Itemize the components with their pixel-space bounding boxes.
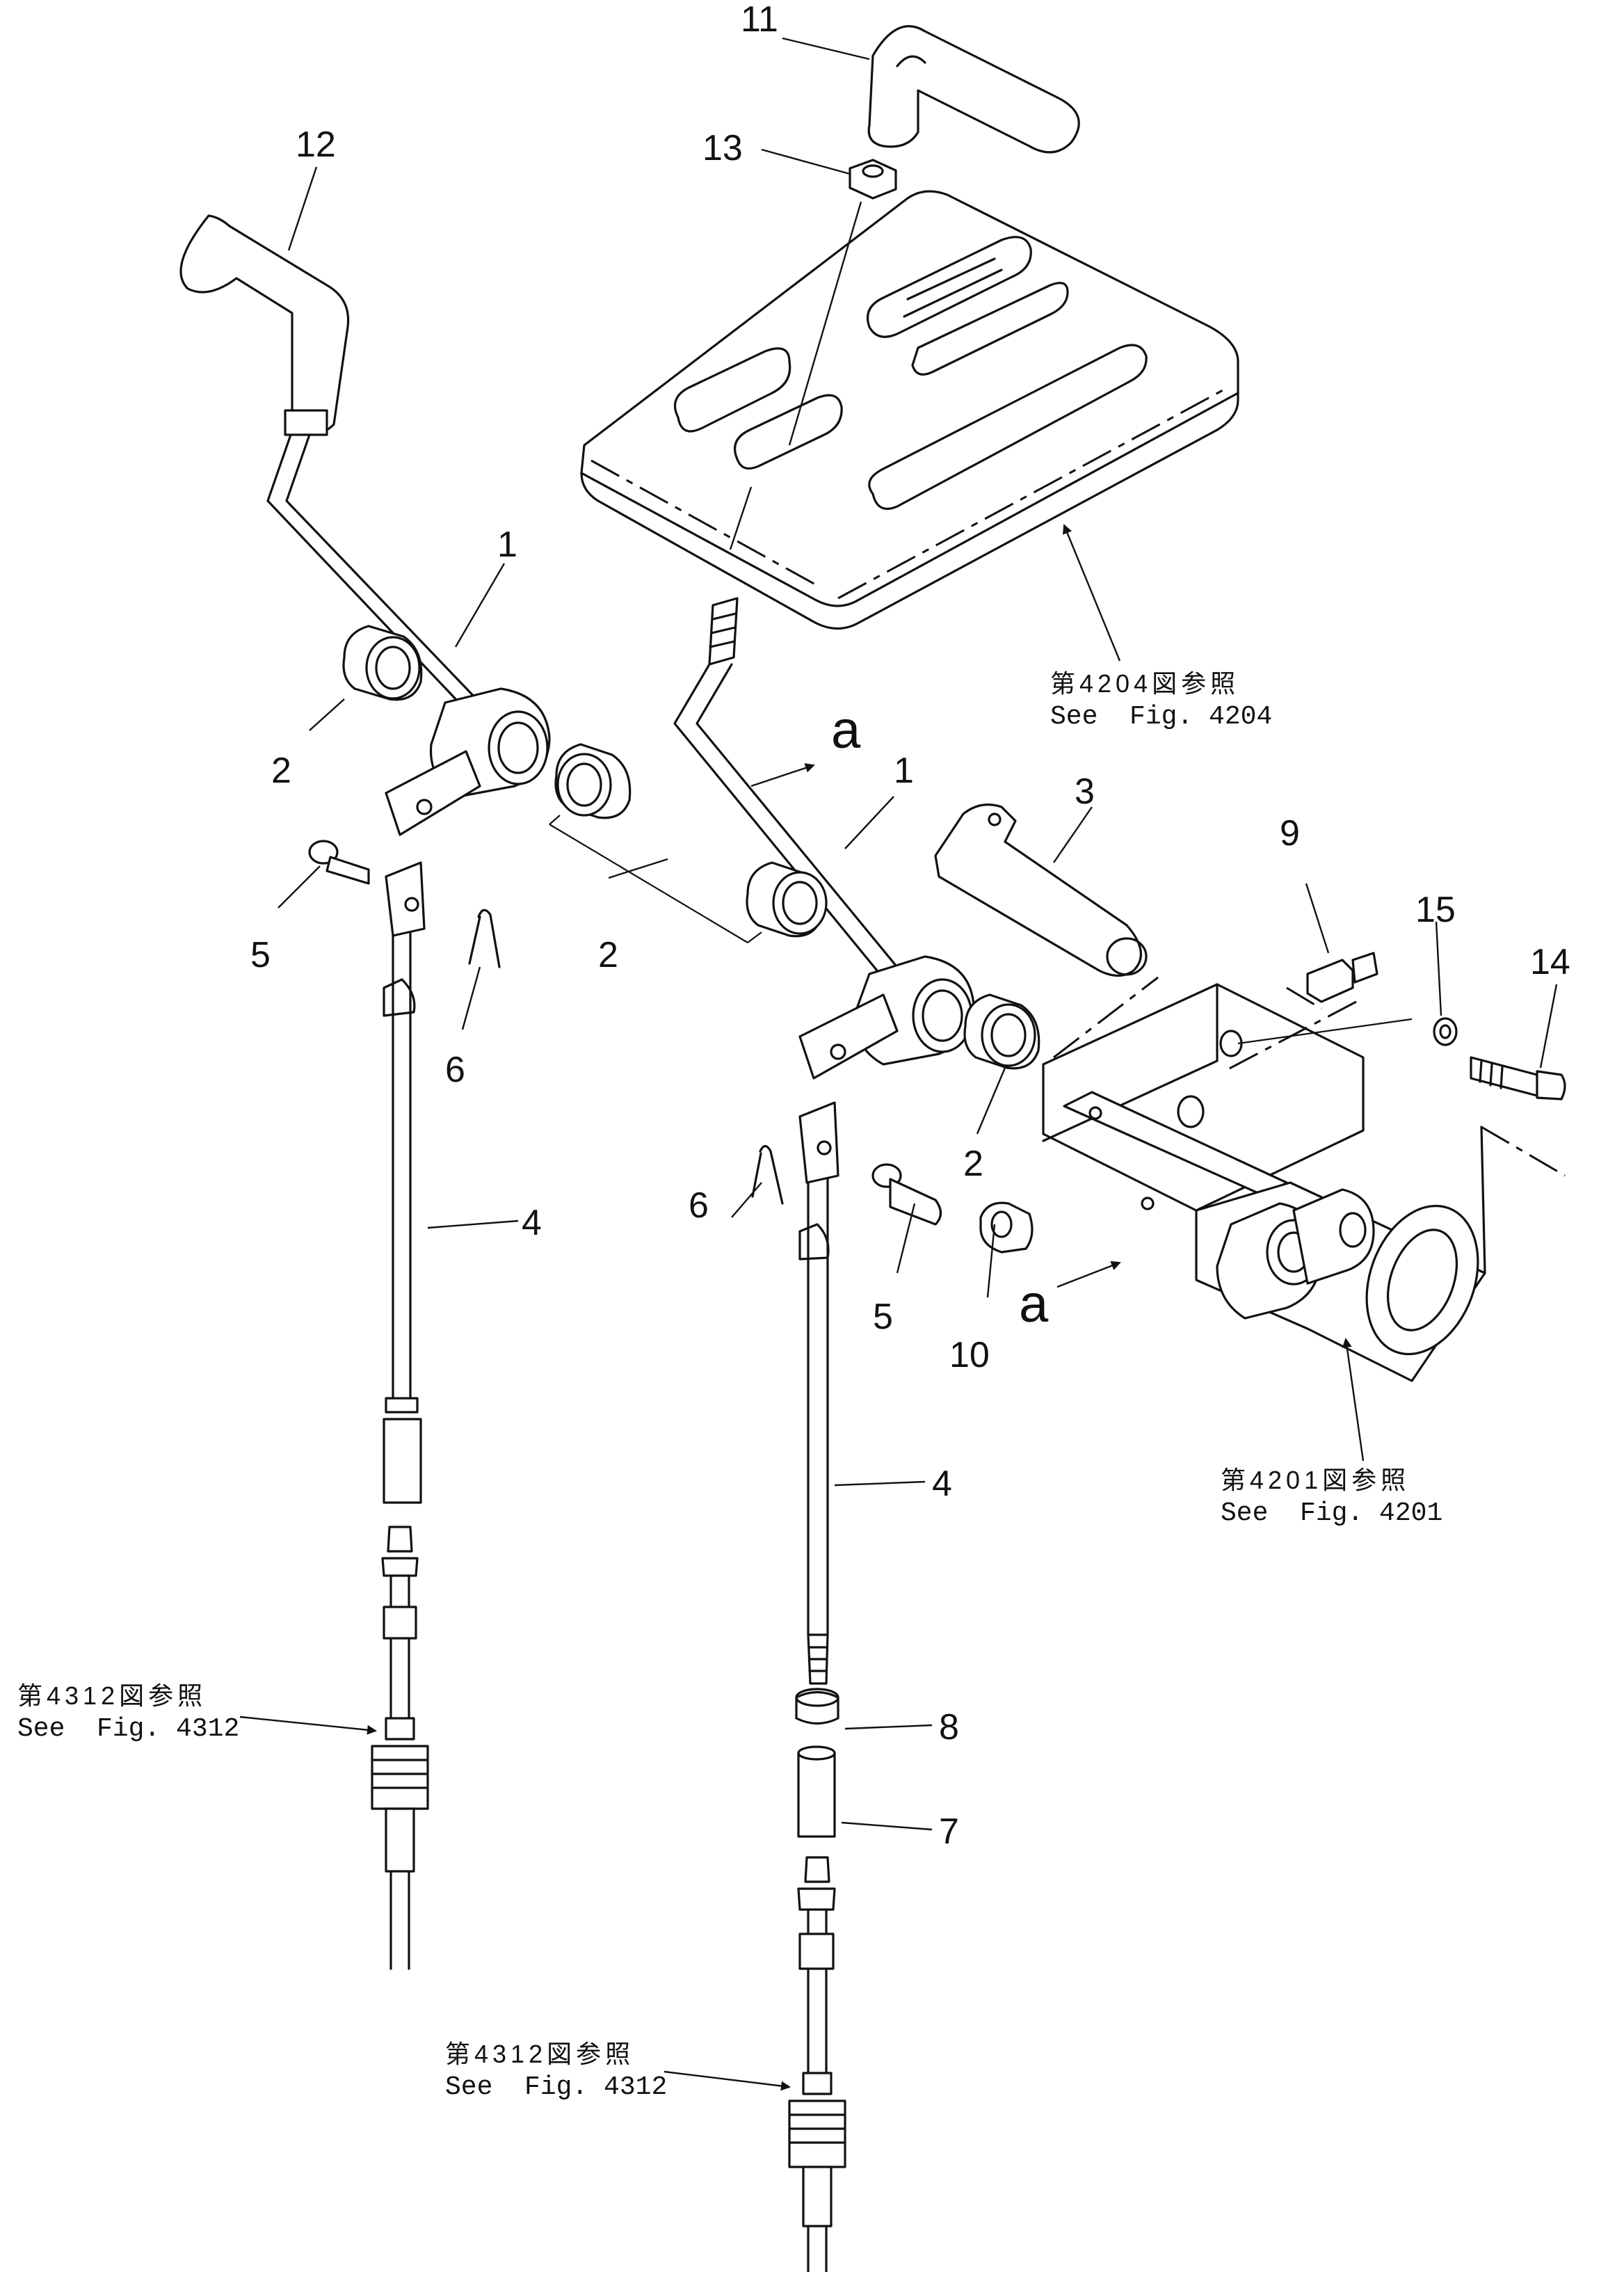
callout-4-right: 4 [932, 1464, 952, 1504]
nut-13 [849, 159, 897, 200]
nut-8 [795, 1688, 839, 1725]
ref-4201-jp: 第4201図参照 [1221, 1466, 1410, 1494]
lever-knob-12 [179, 214, 350, 436]
callout-5-left: 5 [250, 935, 271, 975]
callout-15: 15 [1415, 890, 1456, 930]
lever-1-left [266, 433, 551, 836]
callout-13: 13 [702, 128, 743, 168]
bushing-2-right [963, 993, 1040, 1070]
callout-11: 11 [741, 0, 778, 40]
cotter-pin-6-left [468, 909, 501, 968]
callout-1-right: 1 [894, 751, 914, 791]
lever-knob-11 [867, 25, 1080, 154]
cotter-pin-6-right [751, 1144, 784, 1205]
callout-2-topleft: 2 [271, 751, 291, 791]
callout-8: 8 [939, 1707, 959, 1747]
rod-4-left [383, 861, 426, 1504]
cable-bottom [788, 1856, 846, 2272]
ref-4204-en: See Fig. 4204 [1050, 702, 1272, 732]
nut-10 [979, 1201, 1034, 1254]
cable-left [371, 1526, 429, 1970]
rod-4-right [798, 1101, 839, 1685]
bolt-9 [1306, 952, 1378, 1003]
callout-1-left: 1 [497, 525, 517, 565]
bushing-2-mid-b [746, 861, 828, 938]
lever-1-right [673, 597, 975, 1080]
console-cover [580, 190, 1239, 630]
leader-lines [278, 37, 1558, 1831]
callout-7: 7 [939, 1811, 959, 1852]
ref-4312-bottom-en: See Fig. 4312 [445, 2072, 667, 2102]
callout-4-left: 4 [522, 1203, 542, 1243]
callout-6-left: 6 [445, 1050, 465, 1090]
sleeve-7 [797, 1745, 836, 1838]
ref-4312-left-jp: 第4312図参照 [17, 1681, 207, 1710]
callout-2-mid: 2 [598, 935, 618, 975]
ref-4312-bottom-jp: 第4312図参照 [445, 2040, 634, 2068]
washer-15 [1433, 1017, 1458, 1046]
callout-6-right: 6 [689, 1185, 709, 1226]
bushing-2-mid-a [554, 743, 632, 819]
callout-14: 14 [1530, 942, 1570, 982]
pin-5-left [308, 840, 370, 885]
bushing-group-bracket [549, 815, 762, 943]
callout-12: 12 [296, 125, 336, 165]
callout-9: 9 [1280, 813, 1300, 854]
reference-arrows [239, 524, 1365, 2091]
view-markers: a a [831, 701, 1049, 1334]
callout-10: 10 [949, 1335, 990, 1375]
callout-2-right: 2 [963, 1144, 983, 1184]
shaft-3 [934, 803, 1148, 977]
callout-5-right: 5 [873, 1297, 893, 1337]
ref-4312-left-en: See Fig. 4312 [17, 1714, 239, 1744]
bolt-14 [1470, 1056, 1566, 1101]
pin-5-right [871, 1163, 942, 1226]
figure-references: 第4204図参照 See Fig. 4204 第4201図参照 See Fig.… [17, 669, 1442, 2102]
bushing-2-topleft [342, 625, 423, 701]
ref-4201-en: See Fig. 4201 [1221, 1498, 1442, 1528]
view-marker-a-top: a [831, 701, 861, 760]
callout-3: 3 [1075, 771, 1095, 812]
view-marker-a-bottom: a [1019, 1274, 1049, 1334]
callout-numbers: 11 12 13 1 1 2 2 2 3 4 4 5 5 6 6 7 8 9 1… [250, 0, 1570, 1852]
ref-4204-jp: 第4204図参照 [1050, 669, 1239, 698]
transmission-housing [1042, 976, 1566, 1382]
